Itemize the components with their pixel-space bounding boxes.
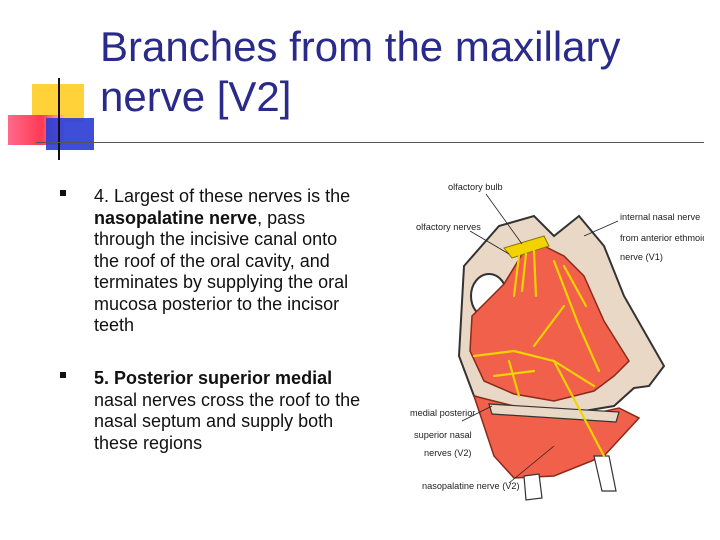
label-nasopalatine: nasopalatine nerve (V2) (422, 481, 520, 491)
slide-title: Branches from the maxillary nerve [V2] (100, 23, 621, 120)
lower-tooth (523, 473, 543, 501)
label-olfactory-nerves: olfactory nerves (416, 222, 481, 232)
bullet-2-text-end: nasal nerves cross the roof to the nasal… (94, 389, 361, 453)
bullet-2-bold-text: 5. Posterior superior medial (94, 368, 333, 388)
palate-bone (488, 403, 620, 423)
bullet-marker (60, 372, 66, 378)
nerve-fibers (472, 249, 606, 458)
label-medial-posterior-1: medial posterior (410, 408, 475, 418)
label-olfactory-bulb: olfactory bulb (448, 182, 503, 192)
bullet-1-text-end: , pass through the incisive canal onto t… (94, 207, 349, 336)
bullet-1-bold-text: nasopalatine nerve (94, 207, 258, 228)
bullet-marker (60, 190, 66, 196)
decor-blue-square (46, 118, 94, 150)
bullet-item-2: 5. Posterior superior medial nasal nerve… (60, 368, 364, 454)
title-underline (36, 142, 704, 143)
leader-lines (461, 193, 619, 484)
incisor-teeth (593, 455, 617, 492)
label-internal-nasal-3: nerve (V1) (620, 252, 663, 262)
decor-vertical-line (58, 78, 60, 160)
label-medial-posterior-3: nerves (V2) (424, 448, 472, 458)
nasal-septum-figure: olfactory bulb olfactory nerves internal… (404, 156, 714, 502)
label-medial-posterior-2: superior nasal (414, 430, 472, 440)
nasal-septum-illustration: olfactory bulb olfactory nerves internal… (410, 182, 714, 501)
label-internal-nasal-1: internal nasal nerve (620, 212, 700, 222)
olfactory-bulb (503, 235, 550, 259)
label-internal-nasal-2: from anterior ethmoidal (620, 233, 704, 243)
bullet-item-1: 4. Largest of these nerves is the nasopa… (60, 186, 364, 337)
bullet-1-text-start: 4. Largest of these nerves is the (94, 186, 351, 206)
